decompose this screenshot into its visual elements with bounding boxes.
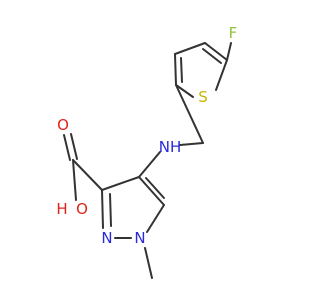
atom-nitrogen-ring: N	[101, 229, 112, 247]
bond-c5p-n1	[146, 204, 165, 233]
bond-c3p-c4p	[101, 176, 140, 191]
atom-labels: F S NH N N O H O	[56, 24, 237, 247]
bond-c2-ch2	[175, 84, 204, 144]
bond-n1-methyl	[144, 247, 153, 279]
structure-canvas: F S NH N N O H O	[56, 24, 237, 279]
bond-c5-c4-inner	[202, 48, 222, 64]
bond-c4-c3	[174, 42, 206, 55]
atom-hydrogen-hydroxyl: H	[56, 200, 67, 218]
bond-nh-c4p	[138, 151, 161, 178]
atom-sulfur: S	[198, 88, 208, 106]
atom-oxygen-hydroxyl: O	[76, 200, 88, 218]
bond-ccooh-o-double-a	[63, 134, 71, 161]
bond-ccooh-o-double-b	[70, 133, 78, 160]
atom-nitrogen-methyl: N	[134, 229, 145, 247]
bond-c3-c2	[174, 53, 177, 86]
bond-n2-c3p	[101, 189, 104, 229]
bond-ccooh-ooh	[72, 159, 77, 201]
atom-oxygen-carbonyl: O	[57, 116, 69, 134]
bond-s-c5	[215, 59, 228, 91]
bond-c4p-c5p	[138, 176, 165, 206]
bond-c5-c4	[204, 42, 228, 61]
atom-fluorine: F	[229, 24, 238, 42]
bond-c5-f	[226, 42, 232, 61]
bond-ch2-nh	[179, 142, 204, 146]
bond-n2-c3p-inner	[109, 193, 112, 227]
bond-c3-c2-inner	[180, 57, 183, 83]
bond-c4p-c5p-inner	[145, 177, 165, 199]
molecule-diagram: F S NH N N O H O	[56, 24, 237, 279]
bonds	[63, 42, 232, 279]
bond-c3p-ccooh	[72, 159, 103, 191]
atom-amine-nh: NH	[159, 138, 182, 156]
bond-c2-s	[175, 84, 194, 98]
